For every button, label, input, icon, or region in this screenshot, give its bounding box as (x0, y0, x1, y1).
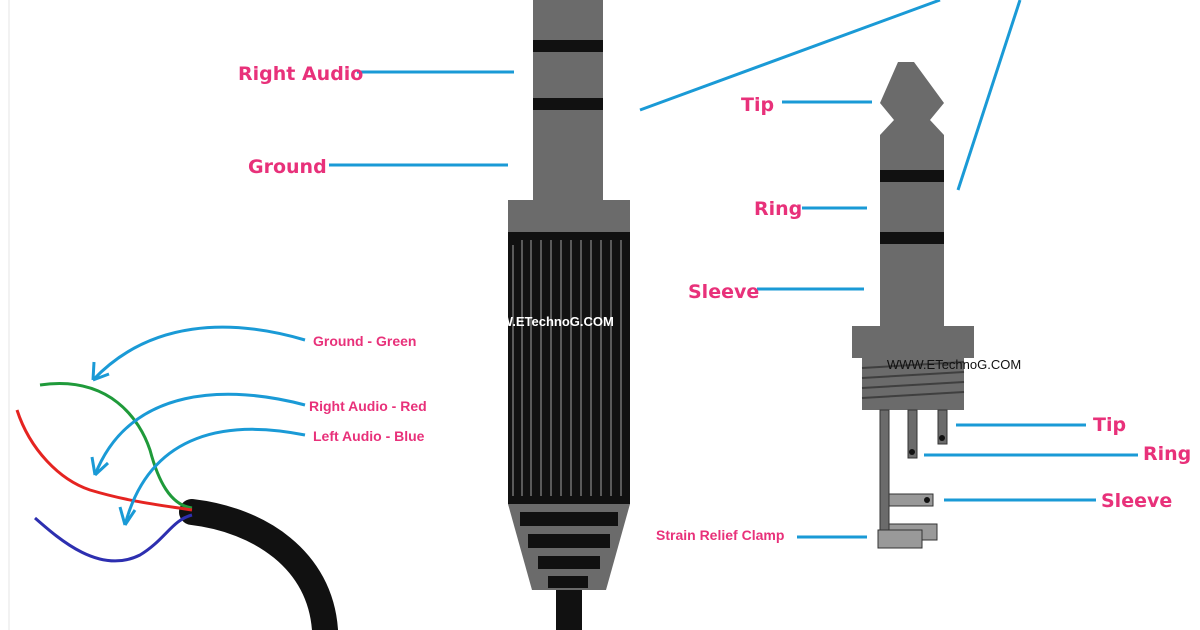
ground-label: Ground (248, 156, 327, 178)
strain-relief-label: Strain Relief Clamp (656, 527, 784, 543)
big-plug-ring-section (533, 52, 603, 98)
sleeve-terminal (888, 493, 934, 507)
ground-wire-label: Ground - Green (313, 333, 416, 349)
tip-terminal (937, 409, 948, 445)
sleeve-terminal-label: Sleeve (1101, 490, 1172, 512)
tip-terminal-label: Tip (1093, 414, 1126, 436)
left-audio-wire-label: Left Audio - Blue (313, 428, 425, 444)
blue-wire (34, 513, 193, 563)
small-plug-ring-section (880, 182, 944, 232)
small-plug-insulator-ring (880, 170, 944, 182)
left-audio-wire-arrow (123, 427, 306, 526)
big-plug-tip-section (533, 0, 603, 40)
cable-jacket (179, 499, 338, 630)
tip-label: Tip (741, 94, 774, 116)
sleeve-label: Sleeve (688, 281, 759, 303)
big-plug-insulator-ring (533, 98, 603, 110)
big-plug-grip-lines (512, 240, 622, 496)
green-wire (39, 382, 193, 510)
wire-pointers (90, 325, 306, 526)
ground-wire-arrow (91, 325, 306, 382)
red-wire (15, 409, 193, 512)
small-plug-insulator-ring (880, 232, 944, 244)
right-audio-label: Right Audio (238, 63, 363, 85)
big-plug-cable (556, 590, 582, 630)
small-plug-watermark: WWW.ETechnoG.COM (887, 357, 1021, 372)
cable-wires (15, 382, 338, 630)
small-plug: WWW.ETechnoG.COM (852, 62, 1021, 549)
small-plug-tip (880, 62, 944, 135)
right-audio-wire-label: Right Audio - Red (309, 398, 427, 414)
plug-comparison-line (639, 0, 941, 112)
big-plug-sleeve-section (533, 110, 603, 200)
big-plug-handle (508, 232, 630, 504)
sleeve-lug (879, 409, 890, 531)
big-plug-watermark: WWW.ETechnoG.COM (476, 314, 614, 329)
small-plug-sleeve-section (880, 244, 944, 326)
plug-comparison-line (956, 0, 1022, 191)
ring-terminal-label: Ring (1143, 443, 1191, 465)
big-plug-collar (508, 200, 630, 232)
small-plug-collar (852, 326, 974, 358)
ring-label: Ring (754, 198, 802, 220)
big-plug: WWW.ETechnoG.COM (476, 0, 630, 630)
big-plug-insulator-ring (533, 40, 603, 52)
right-audio-wire-arrow (93, 392, 306, 476)
ring-terminal (907, 409, 918, 459)
